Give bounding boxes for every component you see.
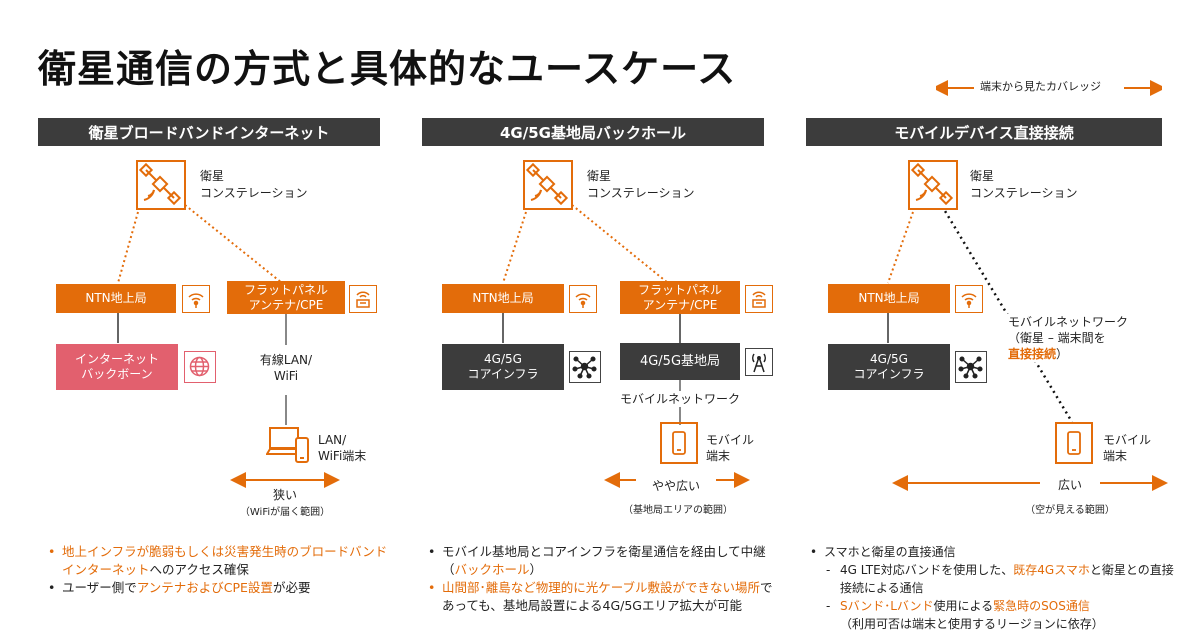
wifi-signal-icon	[955, 285, 983, 313]
coverage-legend: 端末から見たカバレッジ	[936, 78, 1162, 98]
smartphone-icon	[660, 422, 698, 464]
lan-wifi-device-label: LAN/ WiFi端末	[318, 433, 367, 463]
satellite-icon	[523, 160, 573, 210]
flat-panel-antenna-box: フラットパネルアンテナ/CPE	[620, 281, 740, 314]
satellite-icon	[908, 160, 958, 210]
internet-backbone-box: インターネットバックボーン	[56, 344, 178, 390]
ntn-ground-station-box: NTN地上局	[442, 284, 564, 313]
wifi-signal-icon	[182, 285, 210, 313]
satellite-icon	[136, 160, 186, 210]
notes-broadband: 地上インフラが脆弱もしくは災害発生時のブロードバンドインターネットへのアクセス確…	[48, 543, 396, 597]
antenna-router-icon	[349, 285, 377, 313]
note-item: ユーザー側でアンテナおよびCPE設置が必要	[48, 579, 396, 597]
note-subitem: Sバンド･Lバンド使用による緊急時のSOS通信（利用可否は端末と使用するリージョ…	[826, 597, 1174, 633]
wired-lan-wifi-label: 有線LAN/ WiFi	[248, 352, 324, 384]
note-item: 山間部･離島など物理的に光ケーブル敷設ができない場所であっても、基地局設置による…	[428, 579, 778, 615]
note-item: スマホと衛星の直接通信	[810, 543, 1174, 561]
column-header-broadband: 衛星ブロードバンドインターネット	[38, 118, 380, 146]
legend-label: 端末から見たカバレッジ	[980, 80, 1101, 93]
column-header-direct-to-device: モバイルデバイス直接接続	[806, 118, 1162, 146]
direct-connection-label: モバイルネットワーク （衛星 – 端末間を 直接接続）	[1006, 314, 1131, 362]
globe-icon	[184, 351, 216, 383]
coverage-range-label: やや広い	[636, 477, 716, 494]
base-station-box: 4G/5G基地局	[620, 343, 740, 380]
notes-backhaul: モバイル基地局とコアインフラを衛星通信を経由して中継（バックホール） 山間部･離…	[428, 543, 778, 615]
satellite-label: 衛星 コンステレーション	[200, 169, 308, 200]
network-hub-icon	[569, 351, 601, 383]
coverage-range-label: 狭い	[272, 488, 297, 502]
note-item: 地上インフラが脆弱もしくは災害発生時のブロードバンドインターネットへのアクセス確…	[48, 543, 396, 579]
note-item: モバイル基地局とコアインフラを衛星通信を経由して中継（バックホール）	[428, 543, 778, 579]
coverage-range-note: （基地局エリアの範囲）	[623, 505, 733, 516]
mobile-device-label: モバイル 端末	[706, 433, 755, 463]
coverage-range-label: 広い	[1040, 476, 1100, 493]
mobile-device-label: モバイル 端末	[1103, 433, 1152, 463]
ntn-ground-station-box: NTN地上局	[828, 284, 950, 313]
laptop-phone-icon	[265, 424, 310, 466]
wifi-signal-icon	[569, 285, 597, 313]
flat-panel-antenna-box: フラットパネルアンテナ/CPE	[227, 281, 345, 314]
satellite-label: 衛星 コンステレーション	[970, 169, 1078, 200]
legend-arrow	[936, 80, 1162, 96]
coverage-range-note: （WiFiが届く範囲）	[239, 507, 331, 518]
notes-direct-to-device: スマホと衛星の直接通信 4G LTE対応バンドを使用した、既存4Gスマホと衛星と…	[810, 543, 1174, 633]
mobile-network-label: モバイルネットワーク	[618, 391, 743, 407]
network-hub-icon	[955, 351, 987, 383]
page-title: 衛星通信の方式と具体的なユースケース	[38, 46, 737, 91]
column-header-backhaul: 4G/5G基地局バックホール	[422, 118, 764, 146]
coverage-range-note: （空が見える範囲）	[1025, 505, 1115, 516]
smartphone-icon	[1055, 422, 1093, 464]
cell-tower-icon	[745, 348, 773, 376]
ntn-ground-station-box: NTN地上局	[56, 284, 176, 313]
antenna-router-icon	[745, 285, 773, 313]
note-subitem: 4G LTE対応バンドを使用した、既存4Gスマホと衛星との直接接続による通信	[826, 561, 1174, 597]
satellite-label: 衛星 コンステレーション	[587, 169, 695, 200]
